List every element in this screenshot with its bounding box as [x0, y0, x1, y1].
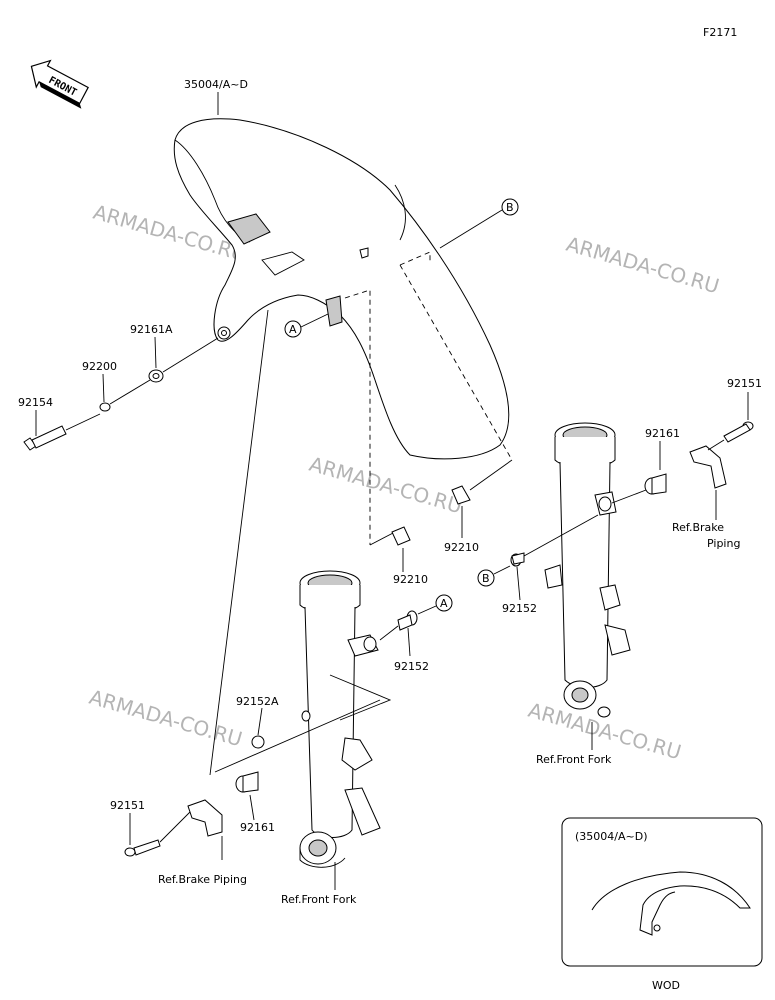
bolt-92152-a — [397, 610, 418, 631]
ref-brake-piping-right-2: Piping — [707, 537, 740, 550]
part-label-92210-a: 92210 — [393, 573, 428, 586]
callout-b-lower: B — [477, 569, 495, 587]
part-label-92154: 92154 — [18, 396, 53, 409]
nut-92210-a — [391, 526, 411, 546]
svg-text:A: A — [440, 597, 448, 610]
part-label-92161-left: 92161 — [240, 821, 275, 834]
callout-a-lower: A — [435, 594, 453, 612]
collar-92152a — [251, 735, 265, 749]
part-label-92200: 92200 — [82, 360, 117, 373]
figure-code: F2171 — [703, 26, 737, 39]
bolt-92152-b — [510, 552, 525, 567]
part-label-92152-b: 92152 — [502, 602, 537, 615]
collar-92161-left — [235, 771, 259, 793]
part-label-92161a: 92161A — [130, 323, 173, 336]
inset-title: (35004/A~D) — [575, 830, 648, 843]
front-direction-badge: FRONT — [30, 59, 89, 109]
part-label-fender: 35004/A~D — [184, 78, 248, 91]
bolt-92151-left — [124, 839, 161, 857]
watermark: ARMADA-CO.RU — [307, 452, 465, 519]
part-label-92161-right: 92161 — [645, 427, 680, 440]
front-fork-left — [299, 570, 381, 868]
bolt-92151-right — [723, 421, 754, 443]
watermark: ARMADA-CO.RU — [564, 232, 722, 299]
front-fender — [173, 118, 510, 460]
part-label-92152-a: 92152 — [394, 660, 429, 673]
part-label-92151-right: 92151 — [727, 377, 762, 390]
brake-clamp-right — [689, 445, 727, 489]
callout-a-top: A — [284, 320, 302, 338]
bolt-92154 — [23, 425, 67, 451]
callout-b-top: B — [501, 198, 519, 216]
inset-caption: WOD — [652, 979, 680, 992]
ref-brake-piping-left: Ref.Brake Piping — [158, 873, 247, 886]
ref-front-fork-right: Ref.Front Fork — [536, 753, 612, 766]
part-label-92210-b: 92210 — [444, 541, 479, 554]
svg-text:B: B — [482, 572, 490, 585]
washer-92200 — [99, 402, 111, 412]
watermark: ARMADA-CO.RU — [87, 685, 245, 752]
ref-front-fork-left: Ref.Front Fork — [281, 893, 357, 906]
brake-clamp-left — [187, 799, 223, 837]
front-fork-right — [544, 422, 631, 718]
part-label-92151-left: 92151 — [110, 799, 145, 812]
collar-92161a — [148, 369, 164, 383]
collar-92161-right — [644, 473, 667, 495]
svg-text:A: A — [289, 323, 297, 336]
ref-brake-piping-right-1: Ref.Brake — [672, 521, 724, 534]
part-label-92152a: 92152A — [236, 695, 279, 708]
svg-text:B: B — [506, 201, 514, 214]
nut-92210-b — [451, 485, 471, 505]
collar-92152a-inner — [301, 710, 311, 722]
inset-box: (35004/A~D) WOD — [561, 817, 763, 992]
